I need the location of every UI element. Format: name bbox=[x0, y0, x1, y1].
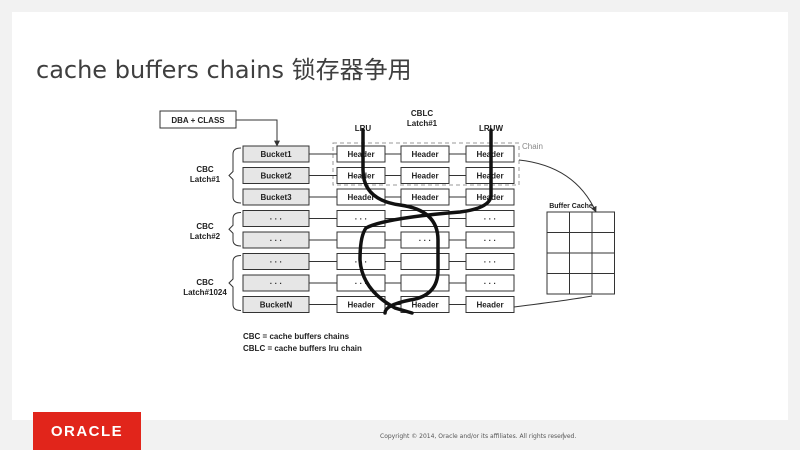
lruw-chain-line bbox=[358, 128, 493, 315]
cbc-latch-label: CBC bbox=[196, 278, 214, 287]
header-label: Header bbox=[411, 301, 438, 310]
cbc-latch-label: Latch#1024 bbox=[183, 288, 227, 297]
slide-background bbox=[12, 12, 788, 420]
cbc-latch-label: Latch#1 bbox=[190, 175, 221, 184]
buffer-cell bbox=[591, 273, 615, 295]
header-label: · · · bbox=[355, 279, 367, 288]
header-label: Header bbox=[411, 150, 438, 159]
buffer-cache-grid bbox=[546, 211, 615, 295]
oracle-logo: ORACLE bbox=[33, 412, 141, 450]
footer-separator: | bbox=[562, 432, 565, 440]
cbc-latch-label: CBC bbox=[196, 165, 214, 174]
cbc-bracket bbox=[228, 147, 242, 204]
buffer-cell bbox=[569, 232, 593, 254]
chain-dashed-box bbox=[332, 142, 520, 186]
oracle-logo-text: ORACLE bbox=[50, 422, 124, 440]
header-label: Header bbox=[411, 193, 438, 202]
header-label: Header bbox=[347, 150, 374, 159]
chain-to-buffer-arrow bbox=[518, 159, 597, 213]
copyright-text: Copyright © 2014, Oracle and/or its affi… bbox=[380, 433, 577, 440]
header-label: · · · bbox=[355, 215, 367, 224]
bucket-label: Bucket1 bbox=[260, 150, 292, 159]
bucket-label: · · · bbox=[270, 258, 282, 267]
buffer-cell bbox=[569, 211, 593, 233]
dba-class-label: DBA + CLASS bbox=[171, 116, 225, 125]
header-label: · · · bbox=[484, 215, 496, 224]
buffer-cell bbox=[546, 252, 570, 274]
bucket-label: Bucket2 bbox=[260, 172, 292, 181]
cblc-label: CBLC bbox=[411, 109, 433, 118]
header-label: Header bbox=[347, 172, 374, 181]
headerN-to-buffer-line bbox=[513, 295, 593, 308]
buffer-cell bbox=[591, 252, 615, 274]
buffer-cache-label: Buffer Cache bbox=[549, 203, 593, 210]
cbc-latch-label: CBC bbox=[196, 222, 214, 231]
header-label: · · · bbox=[484, 258, 496, 267]
bucket-label: · · · bbox=[270, 215, 282, 224]
header-box bbox=[400, 253, 450, 270]
cbc-brackets bbox=[228, 147, 242, 311]
lru-chain-line bbox=[361, 128, 440, 315]
chain-label: Chain bbox=[522, 142, 543, 151]
header-box bbox=[400, 274, 450, 292]
bucket-label: · · · bbox=[270, 236, 282, 245]
header-label: Header bbox=[347, 301, 374, 310]
chain-connectors bbox=[309, 153, 466, 305]
buffer-cell bbox=[546, 232, 570, 254]
header-label: · · · bbox=[484, 279, 496, 288]
bucket-label: · · · bbox=[270, 279, 282, 288]
header-label: Header bbox=[476, 301, 503, 310]
buffer-cell bbox=[569, 252, 593, 274]
header-label: Header bbox=[411, 172, 438, 181]
buffer-cell bbox=[591, 232, 615, 254]
header-label: Header bbox=[347, 193, 374, 202]
buffer-cell bbox=[546, 273, 570, 295]
buffer-cell bbox=[569, 273, 593, 295]
cbc-bracket bbox=[228, 255, 242, 311]
cblc-latch-label: Latch#1 bbox=[407, 119, 438, 128]
legend-cblc: CBLC = cache buffers lru chain bbox=[243, 344, 362, 353]
cbc-latch-label: Latch#2 bbox=[190, 232, 221, 241]
header-label: · · · bbox=[419, 236, 431, 245]
buffer-cell bbox=[546, 211, 570, 233]
bucket-label: Bucket3 bbox=[260, 193, 292, 202]
cbc-bracket bbox=[228, 212, 242, 247]
legend-cbc: CBC = cache buffers chains bbox=[243, 332, 350, 341]
bucket-label: BucketN bbox=[260, 301, 293, 310]
slide-title: cache buffers chains 锁存器争用 bbox=[36, 56, 412, 84]
buffer-cell bbox=[591, 211, 615, 233]
dba-to-bucket-arrow bbox=[236, 119, 280, 147]
header-label: · · · bbox=[484, 236, 496, 245]
